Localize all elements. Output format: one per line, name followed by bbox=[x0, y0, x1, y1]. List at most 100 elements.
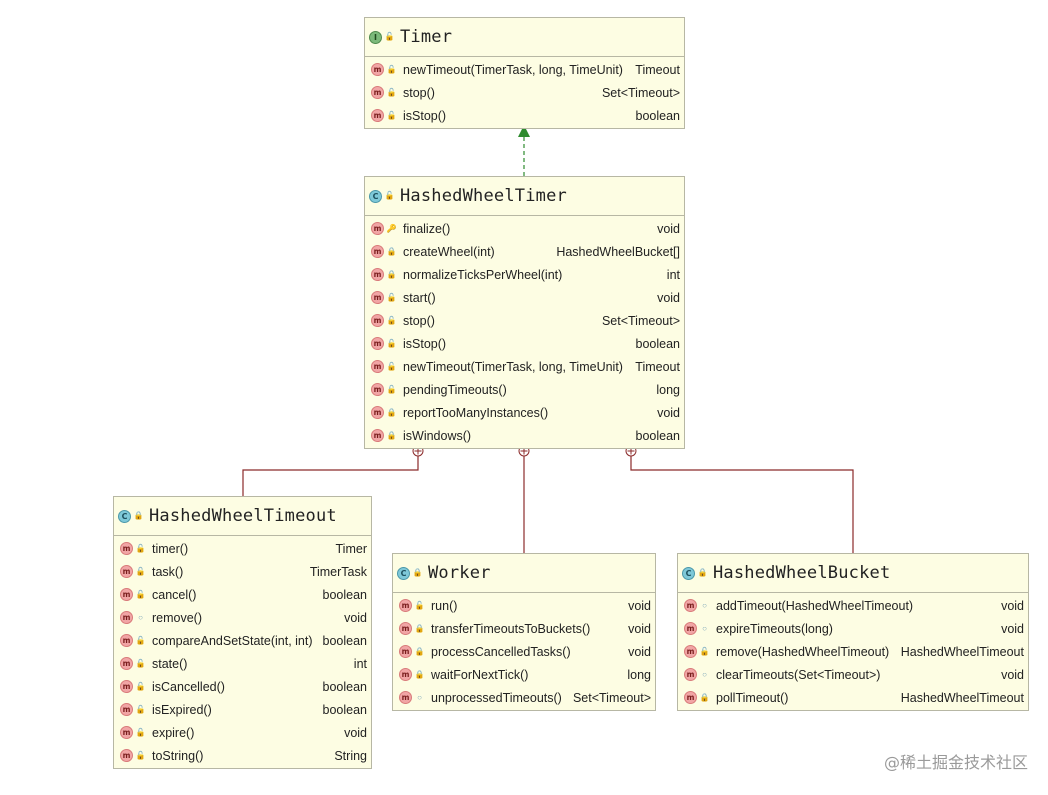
method-return-type: void bbox=[344, 610, 367, 625]
method-name: isCancelled() bbox=[152, 679, 225, 694]
method-row[interactable]: m🔓remove(HashedWheelTimeout)HashedWheelT… bbox=[678, 640, 1028, 663]
method-row[interactable]: m🔓start()void bbox=[365, 286, 684, 309]
method-row[interactable]: m🔓isExpired()boolean bbox=[114, 698, 371, 721]
method-row[interactable]: m🔓timer()Timer bbox=[114, 537, 371, 560]
method-name: pendingTimeouts() bbox=[403, 382, 507, 397]
method-name: createWheel(int) bbox=[403, 244, 495, 259]
method-return-type: String bbox=[334, 748, 367, 763]
method-name: normalizeTicksPerWheel(int) bbox=[403, 267, 563, 282]
method-return-type: void bbox=[1001, 621, 1024, 636]
class-header: C🔒Worker bbox=[393, 554, 655, 593]
method-name: reportTooManyInstances() bbox=[403, 405, 549, 420]
method-row[interactable]: m🔒transferTimeoutsToBuckets()void bbox=[393, 617, 655, 640]
method-return-type: long bbox=[656, 382, 680, 397]
method-row[interactable]: m🔒 createWheel(int) HashedWheelBucket[] bbox=[365, 240, 684, 263]
method-row[interactable]: m○remove()void bbox=[114, 606, 371, 629]
method-row[interactable]: m🔓expire()void bbox=[114, 721, 371, 744]
method-name: unprocessedTimeouts() bbox=[431, 690, 562, 705]
method-icon: m bbox=[371, 314, 384, 327]
public-unlock-icon: 🔓 bbox=[386, 87, 397, 97]
private-lock-icon: 🔒 bbox=[414, 623, 425, 633]
method-name: newTimeout(TimerTask, long, TimeUnit) bbox=[403, 62, 623, 77]
method-row[interactable]: m🔑finalize()void bbox=[365, 217, 684, 240]
method-row[interactable]: m○addTimeout(HashedWheelTimeout)void bbox=[678, 594, 1028, 617]
method-row[interactable]: m🔓stop()Set<Timeout> bbox=[365, 309, 684, 332]
method-row[interactable]: m🔓isStop()boolean bbox=[365, 104, 684, 127]
method-row[interactable]: m🔓toString()String bbox=[114, 744, 371, 767]
private-lock-icon: 🔒 bbox=[386, 407, 397, 417]
method-icon: m bbox=[120, 680, 133, 693]
method-icon: m bbox=[120, 565, 133, 578]
class-icon: C bbox=[369, 189, 382, 203]
public-unlock-icon: 🔓 bbox=[135, 658, 146, 668]
method-icon: m bbox=[371, 109, 384, 122]
method-row[interactable]: m🔒isWindows()boolean bbox=[365, 424, 684, 447]
method-row[interactable]: m○unprocessedTimeouts()Set<Timeout> bbox=[393, 686, 655, 709]
method-icon: m bbox=[399, 645, 412, 658]
method-return-type: boolean bbox=[635, 336, 681, 351]
method-row[interactable]: m🔓stop()Set<Timeout> bbox=[365, 81, 684, 104]
private-lock-icon: 🔒 bbox=[386, 246, 397, 256]
method-icon: m bbox=[371, 86, 384, 99]
method-return-type: boolean bbox=[322, 587, 368, 602]
method-row[interactable]: m🔓newTimeout(TimerTask, long, TimeUnit)T… bbox=[365, 58, 684, 81]
method-icon: m bbox=[120, 726, 133, 739]
interface-icon: I bbox=[369, 30, 382, 44]
method-return-type: void bbox=[1001, 598, 1024, 613]
method-row[interactable]: m🔓cancel()boolean bbox=[114, 583, 371, 606]
method-return-type: HashedWheelTimeout bbox=[900, 690, 1024, 705]
method-return-type: HashedWheelBucket[] bbox=[556, 244, 680, 259]
method-name: pollTimeout() bbox=[716, 690, 789, 705]
method-name: processCancelledTasks() bbox=[431, 644, 571, 659]
method-row[interactable]: m🔓isStop()boolean bbox=[365, 332, 684, 355]
method-name: isWindows() bbox=[403, 428, 472, 443]
method-icon: m bbox=[371, 63, 384, 76]
method-row[interactable]: m🔒pollTimeout()HashedWheelTimeout bbox=[678, 686, 1028, 709]
public-unlock-icon: 🔓 bbox=[135, 566, 146, 576]
method-list: m🔓newTimeout(TimerTask, long, TimeUnit)T… bbox=[365, 57, 684, 128]
method-icon: m bbox=[371, 429, 384, 442]
method-row[interactable]: m🔒normalizeTicksPerWheel(int)int bbox=[365, 263, 684, 286]
method-icon: m bbox=[120, 634, 133, 647]
method-row[interactable]: m🔒waitForNextTick()long bbox=[393, 663, 655, 686]
method-return-type: void bbox=[628, 621, 651, 636]
method-name: run() bbox=[431, 598, 458, 613]
method-row[interactable]: m🔒processCancelledTasks()void bbox=[393, 640, 655, 663]
method-row[interactable]: m🔓newTimeout(TimerTask, long, TimeUnit)T… bbox=[365, 355, 684, 378]
method-row[interactable]: m🔓pendingTimeouts()long bbox=[365, 378, 684, 401]
method-icon: m bbox=[371, 245, 384, 258]
method-row[interactable]: m🔓compareAndSetState(int, int)boolean bbox=[114, 629, 371, 652]
method-return-type: boolean bbox=[322, 702, 368, 717]
package-circle-icon: ○ bbox=[702, 669, 707, 679]
method-name: expire() bbox=[152, 725, 195, 740]
public-unlock-icon: 🔓 bbox=[135, 635, 146, 645]
method-name: remove() bbox=[152, 610, 203, 625]
method-name: stop() bbox=[403, 85, 435, 100]
method-icon: m bbox=[120, 588, 133, 601]
method-icon: m bbox=[371, 222, 384, 235]
method-row[interactable]: m🔒reportTooManyInstances()void bbox=[365, 401, 684, 424]
method-return-type: void bbox=[657, 221, 680, 236]
method-row[interactable]: m🔓state()int bbox=[114, 652, 371, 675]
private-lock-icon: 🔒 bbox=[412, 568, 423, 577]
method-row[interactable]: m🔓task()TimerTask bbox=[114, 560, 371, 583]
method-icon: m bbox=[399, 622, 412, 635]
method-row[interactable]: m🔓run()void bbox=[393, 594, 655, 617]
method-row[interactable]: m🔓isCancelled()boolean bbox=[114, 675, 371, 698]
method-row[interactable]: m○clearTimeouts(Set<Timeout>)void bbox=[678, 663, 1028, 686]
method-icon: m bbox=[371, 337, 384, 350]
method-row[interactable]: m○expireTimeouts(long)void bbox=[678, 617, 1028, 640]
method-icon: m bbox=[684, 645, 697, 658]
method-icon: m bbox=[684, 599, 697, 612]
nested-connector-timeout bbox=[242, 456, 419, 496]
private-lock-icon: 🔒 bbox=[414, 669, 425, 679]
class-name: HashedWheelTimer bbox=[400, 186, 567, 206]
method-name: isStop() bbox=[403, 108, 447, 123]
